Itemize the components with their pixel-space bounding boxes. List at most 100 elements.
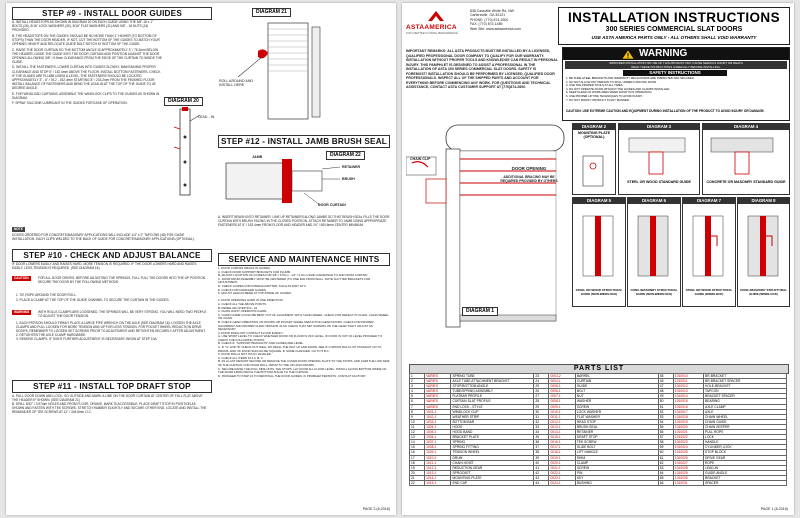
table-cell: VARIES — [424, 393, 452, 400]
retainer-label: RETAINER — [342, 165, 361, 169]
company-address: 838 Cassville White Rd. NW Cartersville,… — [470, 9, 556, 31]
table-cell: 0024-1 — [548, 479, 576, 487]
door-curtain-label: DOOR CURTAIN — [318, 203, 346, 207]
table-cell: 1010031 — [672, 479, 705, 487]
diagram-1-drawing — [406, 124, 565, 328]
diagram-7-caption: STEEL OR WOOD STRUCTURAL GUIDE (WINDLOCK… — [685, 288, 733, 297]
roll-around-label: ROLL AROUND AND INSTALL HERE — [219, 79, 254, 87]
important-remarks: IMPORTANT REMARKS: ALL ASTA PRODUCTS MUS… — [406, 49, 558, 89]
step10-caution: FOR ALL DOOR DRIVES: BEFORE ADJUSTING TH… — [38, 276, 206, 285]
diagram-4-caption: CONCRETE OR MASONRY STANDARD GUIDE — [706, 180, 786, 184]
company-fax: FAX: (770) 874-1485 — [470, 22, 503, 27]
right-page: ASTAAMERICA FOR A BETTER CLOSING PERFORM… — [402, 3, 794, 515]
warning-line-2: READ THESE INSTRUCTIONS CAREFULLY BEFORE… — [631, 65, 721, 69]
company-phone: PHONE: (770) 874-2600 — [470, 17, 509, 22]
asta-logo: ASTAAMERICA FOR A BETTER CLOSING PERFORM… — [406, 9, 466, 39]
table-cell: SPACER — [703, 479, 787, 487]
logo-tagline: FOR A BETTER CLOSING PERFORMANCE — [406, 32, 458, 35]
step10-item2: 2. PLACE A CLAMP AT THE TOP OF THE GUIDE… — [16, 298, 170, 302]
diagram-6-caption: CONC./MASONRY STRUCTURAL GUIDE (NON-WIND… — [630, 288, 678, 297]
warning-line-1: IMPROPER INSTALLATION OR USE OF THIS PRO… — [609, 61, 743, 65]
diagram-8-caption: CONC./MASONRY STRUCTURAL GUIDE (WINDLOCK… — [740, 288, 787, 297]
diagram-6-box: DIAGRAM 6 CONC./MASONRY STRUCTURAL GUIDE… — [627, 197, 681, 307]
left-page-label: PAGE 3 (8-2018) — [362, 507, 390, 511]
safety-title: SAFETY INSTRUCTIONS — [623, 70, 727, 76]
step12-heading: STEP #12 - INSTALL JAMB BRUSH SEAL — [218, 135, 390, 148]
step9-para-a: A. INSTALL HEADSTOPS AS SHOWN IN DIAGRAM… — [12, 20, 154, 33]
safety-item: 3. USE THE PROPER TOOLS AT ALL TIMES. — [566, 83, 624, 88]
lead-in-label: LEAD - IN — [198, 115, 215, 119]
diagram-20-drawing — [173, 107, 201, 196]
diagram-6-drawing — [637, 215, 669, 277]
step9-para-b: B. THE HEADSTOPS ON THE GUIDES SHOULD BE… — [12, 33, 160, 46]
step9-heading: STEP #9 - INSTALL DOOR GUIDES — [12, 7, 212, 20]
warning-footer: CAUTION: USE EXTREME CAUTION AND EQUIPME… — [566, 109, 765, 113]
step10-caution-label: CAUTION — [12, 276, 31, 281]
diagram-5-drawing — [582, 215, 614, 277]
doc-subtitle: 300 SERIES COMMERCIAL SLAT DOORS — [605, 26, 743, 33]
step10-warning-label: WARNING — [12, 310, 32, 315]
table-cell: 1015-1 — [424, 479, 452, 487]
service-heading: SERVICE AND MAINTENANCE HINTS — [218, 253, 390, 266]
step10-intro: IF DOOR LOWERS EASILY AND RAISES HARD, M… — [12, 262, 197, 271]
diagram-1-label: DIAGRAM 1 — [462, 307, 499, 316]
table-cell: VARIES — [424, 388, 452, 395]
address-line-2: Cartersville, GA 30121 — [470, 13, 506, 18]
left-page: STEP #9 - INSTALL DOOR GUIDES A. INSTALL… — [6, 3, 396, 515]
diagram-7-box: DIAGRAM 7 STEEL OR WOOD STRUCTURAL GUIDE… — [682, 197, 736, 307]
title-block: INSTALLATION INSTRUCTIONS 300 SERIES COM… — [558, 7, 790, 45]
diagram-2-box: DIAGRAM 2 MOUNTING PLATE (OPTIONAL) — [572, 123, 616, 195]
safety-item: 7. DO NOT MODIFY PRODUCT IN ANY MANNER. — [566, 97, 630, 102]
diagram-21-label: DIAGRAM 21 — [252, 8, 291, 17]
diagram-4-title: DIAGRAM 4 — [703, 124, 789, 130]
doc-title: INSTALLATION INSTRUCTIONS — [568, 10, 780, 25]
diagram-4-drawing — [710, 137, 774, 175]
step9-note-label: NOTE — [12, 227, 25, 232]
address-line-1: 838 Cassville White Rd. NW — [470, 9, 514, 13]
table-cell: VARIES — [424, 383, 452, 390]
diagram-3-box: DIAGRAM 3 STEEL OR WOOD STANDARD GUIDE — [618, 123, 700, 195]
step9-para-d: D. INSTALL THE FASTENERS, LOWER CURTAIN … — [12, 65, 161, 90]
step10-item1: 1. TIE ROPE AROUND THE DOOR ROLL. — [16, 293, 77, 297]
step12-para: A. INSERT BRUSH INTO RETAINER. LINE UP R… — [218, 215, 390, 228]
diagram-6-title: DIAGRAM 6 — [628, 198, 680, 204]
diagram-20-label: DIAGRAM 20 — [164, 97, 203, 106]
service-body: 1. DOOR CURTAIN DRAGS IN GUIDES. A. CHEC… — [218, 266, 390, 378]
diagram-3-title: DIAGRAM 3 — [619, 124, 699, 130]
safety-item: 1. BE SURE STEEL BRACKETS AND WARRANTY M… — [566, 76, 695, 80]
diagram-7-title: DIAGRAM 7 — [683, 198, 735, 204]
door-opening-label: DOOR OPENING — [511, 166, 547, 171]
diagram-3-drawing — [628, 137, 686, 175]
warning-lines: IMPROPER INSTALLATION OR USE OF THIS PRO… — [565, 61, 787, 69]
chain-clip-label: CHAIN CLIP — [410, 157, 431, 161]
company-web: Web Site: www.astaamerica.com — [470, 26, 522, 31]
step9-body: A. INSTALL HEADSTOPS AS SHOWN IN DIAGRAM… — [12, 20, 164, 107]
diagram-21-drawing — [237, 22, 321, 120]
right-page-label: PAGE 1 (8-2018) — [760, 507, 788, 511]
diagram-2-caption: MOUNTING PLATE (OPTIONAL) — [577, 131, 611, 140]
step9-para-f: F. SPRAY SILICONE LUBRICANT IN THE GUIDE… — [12, 101, 128, 106]
warning-header: WARNING — [563, 48, 789, 60]
safety-item: 2. DO NOT ALLOW ANY PERSON TO ROLL UNDER… — [566, 79, 657, 84]
step11-body: A. PULL DOOR DOWN AND LOCK. GO OUTSIDE A… — [12, 394, 207, 415]
diagram-5-title: DIAGRAM 5 — [573, 198, 625, 204]
warning-triangle-icon — [621, 49, 635, 59]
diagram-2-drawing — [582, 155, 604, 187]
warning-title: WARNING — [639, 48, 688, 59]
step11-heading: STEP #11 - INSTALL TOP DRAFT STOP — [12, 380, 212, 393]
table-cell: VARIES — [424, 398, 452, 405]
diagram-8-drawing — [747, 215, 779, 277]
diagram-8-box: DIAGRAM 8 CONC./MASONRY STRUCTURAL GUIDE… — [737, 197, 790, 307]
table-cell: 44 — [533, 479, 550, 487]
table-cell: VARIES — [424, 372, 452, 380]
safety-list: 1. BE SURE STEEL BRACKETS AND WARRANTY M… — [566, 76, 786, 102]
diagram-5-caption: STEEL OR WOOD STRUCTURAL GUIDE (NON-WIND… — [575, 288, 623, 297]
diagram-7-drawing — [692, 215, 724, 277]
table-cell: VARIES — [424, 403, 452, 410]
diagram-8-title: DIAGRAM 8 — [738, 198, 789, 204]
